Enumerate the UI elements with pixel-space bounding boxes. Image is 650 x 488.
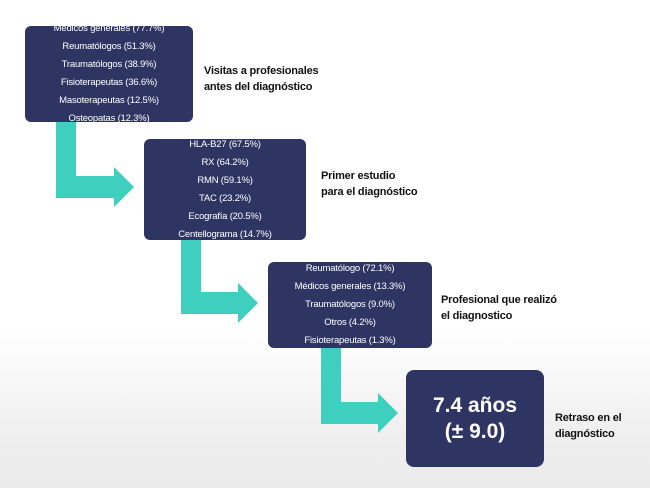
step-item: Reumatólogos (51.3%) [62, 41, 156, 52]
step-item: RMN (59.1%) [197, 174, 253, 186]
step-item: Fisioterapeutas (36.6%) [60, 77, 158, 88]
caption-line: el diagnostico [441, 310, 513, 322]
caption-line: Primer estudio [321, 170, 396, 182]
step-item: Otros (4.2%) [324, 317, 376, 328]
delay-sd: (± 9.0) [444, 419, 506, 443]
delay-box: 7.4 años (± 9.0) [406, 370, 544, 467]
step-item: Ecografía (20.5%) [188, 210, 262, 222]
caption-line: Visitas a profesionales [204, 65, 319, 77]
arrow-1-to-2 [56, 122, 134, 207]
caption-line: Profesional que realizó [441, 294, 557, 306]
step-item: HLA-B27 (67.5%) [189, 138, 261, 150]
step-item: Traumatólogos (38.9%) [61, 59, 157, 70]
caption-line: Retraso en el [555, 412, 622, 424]
caption-line: antes del diagnóstico [204, 81, 313, 93]
step-box-visits: Médicos generales (77.7%) Reumatólogos (… [25, 23, 193, 124]
caption-delay: Retraso en el diagnóstico [555, 410, 622, 442]
step-item: Médicos generales (13.3%) [294, 281, 406, 292]
step-item: Masoterapeutas (12.5%) [59, 95, 159, 106]
delay-value: 7.4 años [432, 393, 518, 417]
caption-visits: Visitas a profesionales antes del diagnó… [204, 63, 319, 95]
arrow-2-to-3 [181, 240, 258, 323]
caption-line: diagnóstico [555, 428, 615, 440]
step-item: Centellograma (14.7%) [178, 228, 272, 240]
step-item: Reumatólogo (72.1%) [305, 263, 395, 274]
caption-first-study: Primer estudio para el diagnóstico [321, 168, 418, 200]
step-item: Osteopatas (12.3%) [68, 113, 150, 124]
caption-line: para el diagnóstico [321, 186, 418, 198]
caption-diagnosing-professional: Profesional que realizó el diagnostico [441, 292, 557, 324]
step-box-first-study: HLA-B27 (67.5%) RX (64.2%) RMN (59.1%) T… [144, 139, 306, 240]
arrow-3-to-4 [321, 348, 398, 433]
step-item: Médicos generales (77.7%) [53, 23, 165, 34]
step-item: Traumatólogos (9.0%) [305, 299, 395, 310]
step-item: Fisioterapeutas (1.3%) [304, 335, 396, 346]
step-box-diagnosing-professional: Reumatólogo (72.1%) Médicos generales (1… [268, 262, 432, 348]
step-item: RX (64.2%) [201, 156, 249, 168]
step-item: TAC (23.2%) [199, 192, 251, 204]
